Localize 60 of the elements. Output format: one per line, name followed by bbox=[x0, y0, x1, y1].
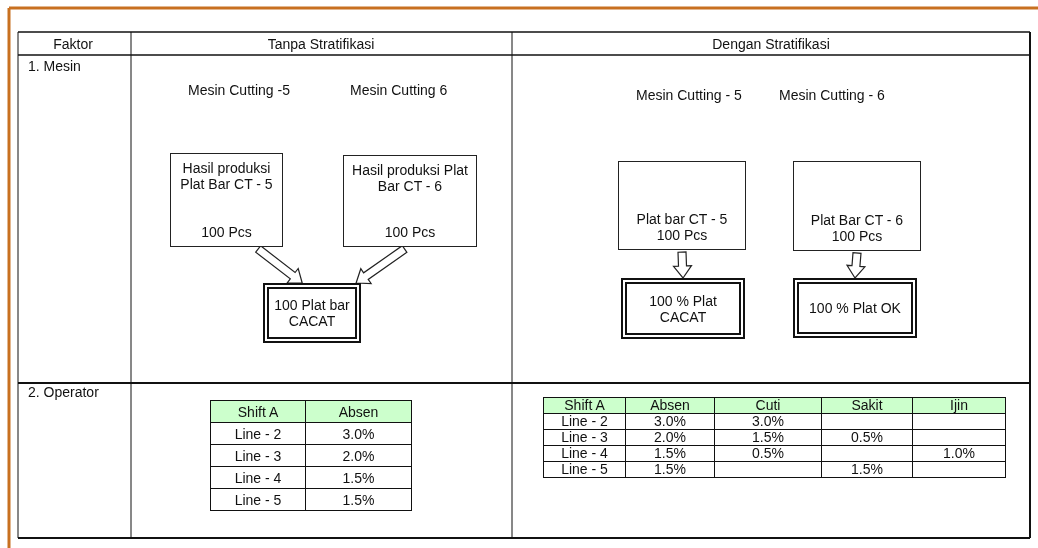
table-cell: Line - 5 bbox=[543, 461, 626, 478]
table-cell: Line - 5 bbox=[210, 488, 306, 511]
table-header-cell: Absen bbox=[625, 397, 715, 414]
table-cell: 1.5% bbox=[625, 461, 715, 478]
table-cell: Line - 3 bbox=[543, 429, 626, 446]
process-box bbox=[343, 155, 477, 247]
column-header: Faktor bbox=[53, 36, 93, 52]
process-box bbox=[618, 161, 746, 250]
table-cell: 1.0% bbox=[912, 445, 1006, 462]
box-text: 100 % Plat OK bbox=[809, 300, 901, 316]
block-arrow bbox=[355, 244, 408, 285]
box-text: Plat bar CT - 5 bbox=[636, 211, 728, 227]
box-text: 100 Pcs bbox=[201, 224, 252, 240]
process-box bbox=[170, 153, 283, 247]
box-text: Plat Bar CT - 6 bbox=[810, 212, 904, 228]
table-cell: 3.0% bbox=[625, 413, 715, 430]
result-box bbox=[621, 278, 745, 339]
row-header: 1. Mesin bbox=[28, 58, 81, 74]
table-header-cell: Shift A bbox=[543, 397, 626, 414]
table-cell: 0.5% bbox=[714, 445, 822, 462]
block-arrow bbox=[672, 251, 693, 279]
process-box bbox=[793, 161, 921, 251]
table-header-cell: Cuti bbox=[714, 397, 822, 414]
column-header: Tanpa Stratifikasi bbox=[267, 36, 375, 52]
table-cell: Line - 4 bbox=[543, 445, 626, 462]
table-cell: 1.5% bbox=[305, 488, 412, 511]
box-text: Hasil produksi Plat Bar CT - 6 bbox=[351, 162, 469, 194]
box-text: 100 % Plat CACAT bbox=[648, 292, 718, 325]
table-header-cell: Shift A bbox=[210, 400, 306, 423]
table-cell: Line - 3 bbox=[210, 444, 306, 467]
box-text: 100 Pcs bbox=[831, 228, 883, 244]
machine-label: Mesin Cutting - 6 bbox=[779, 87, 885, 103]
table-cell: 1.5% bbox=[625, 445, 715, 462]
box-text: 100 Pcs bbox=[656, 227, 708, 243]
box-text: Hasil produksi Plat Bar CT - 5 bbox=[179, 160, 274, 192]
table-header-cell: Ijin bbox=[912, 397, 1006, 414]
column-header: Dengan Stratifikasi bbox=[712, 36, 830, 52]
result-box bbox=[263, 283, 361, 343]
table-cell: 3.0% bbox=[714, 413, 822, 430]
result-box bbox=[793, 278, 917, 338]
table-cell: 1.5% bbox=[821, 461, 913, 478]
table-cell: Line - 2 bbox=[543, 413, 626, 430]
table-cell: 2.0% bbox=[305, 444, 412, 467]
machine-label: Mesin Cutting - 5 bbox=[636, 87, 742, 103]
machine-label: Mesin Cutting 6 bbox=[350, 82, 448, 98]
block-arrow bbox=[254, 244, 303, 284]
table-cell: 0.5% bbox=[821, 429, 913, 446]
block-arrow bbox=[845, 252, 867, 279]
table-cell: Line - 2 bbox=[210, 422, 306, 445]
table-header-cell: Absen bbox=[305, 400, 412, 423]
box-text: 100 Plat bar CACAT bbox=[273, 297, 351, 329]
box-text: 100 Pcs bbox=[384, 224, 436, 240]
table-cell: 1.5% bbox=[714, 429, 822, 446]
table-cell: Line - 4 bbox=[210, 466, 306, 489]
table-cell: 2.0% bbox=[625, 429, 715, 446]
table-cell: 1.5% bbox=[305, 466, 412, 489]
machine-label: Mesin Cutting -5 bbox=[188, 82, 290, 98]
row-header: 2. Operator bbox=[28, 384, 99, 400]
table-header-cell: Sakit bbox=[821, 397, 913, 414]
table-cell: 3.0% bbox=[305, 422, 412, 445]
